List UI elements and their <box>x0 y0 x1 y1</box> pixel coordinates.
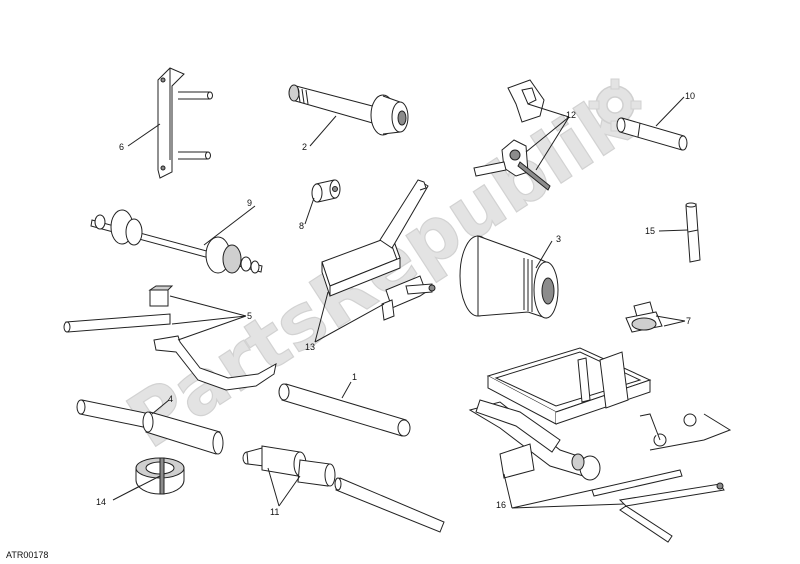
callout-11: 11 <box>270 507 279 517</box>
callout-7: 7 <box>686 316 691 326</box>
part-11-sleeve-bar[interactable] <box>242 445 445 533</box>
part-3-hub[interactable] <box>459 235 559 319</box>
watermark-gear-icon <box>588 78 642 132</box>
part-8-bushing[interactable] <box>311 179 341 203</box>
callout-13: 13 <box>305 342 315 352</box>
callout-12: 12 <box>566 110 576 120</box>
callout-9: 9 <box>247 198 252 208</box>
leader-lines <box>112 96 689 509</box>
callout-1: 1 <box>352 372 357 382</box>
callout-5: 5 <box>247 311 252 321</box>
part-9-puller[interactable] <box>90 209 263 274</box>
callout-14: 14 <box>96 497 106 507</box>
diagram-code: ATR00178 <box>6 550 48 560</box>
callout-10: 10 <box>685 91 695 101</box>
part-6-bracket[interactable] <box>157 67 213 179</box>
part-15-pin[interactable] <box>685 202 701 263</box>
part-4-stepped-pin[interactable] <box>76 399 224 455</box>
callout-2: 2 <box>302 142 307 152</box>
part-10-pin[interactable] <box>616 117 688 151</box>
part-7-nut[interactable] <box>625 301 663 333</box>
part-16-stand[interactable] <box>468 347 732 543</box>
callout-6: 6 <box>119 142 124 152</box>
callout-3: 3 <box>556 234 561 244</box>
part-13-case-tool[interactable] <box>321 179 436 321</box>
callout-4: 4 <box>168 394 173 404</box>
callout-15: 15 <box>645 226 655 236</box>
part-5-tool-set[interactable] <box>63 285 277 391</box>
callout-labels: 1 2 3 4 5 6 7 8 9 10 11 12 13 14 15 16 <box>96 91 695 517</box>
part-12-plate-holder[interactable] <box>473 79 551 191</box>
callout-16: 16 <box>496 500 506 510</box>
callout-8: 8 <box>299 221 304 231</box>
part-2-shaft-collar[interactable] <box>288 84 409 136</box>
part-14-split-ring[interactable] <box>135 457 185 495</box>
part-1-tube[interactable] <box>278 383 411 437</box>
